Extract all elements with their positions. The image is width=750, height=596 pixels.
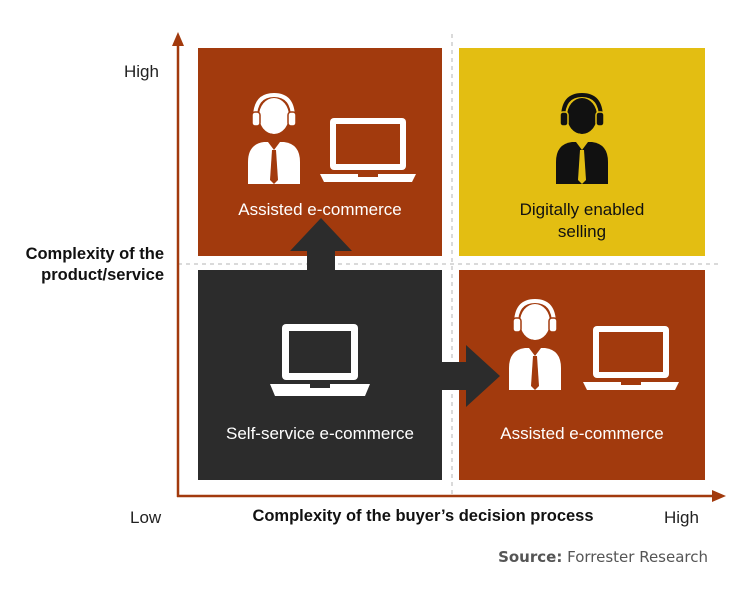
- quadrant-label-assisted-right: Assisted e-commerce: [500, 424, 664, 443]
- y-axis-title-line2: product/service: [41, 266, 164, 284]
- source-text: Forrester Research: [562, 548, 708, 566]
- source-prefix: Source:: [498, 548, 563, 566]
- quadrant-digitally-enabled-selling: Digitally enabled selling: [459, 48, 705, 256]
- laptop-icon: [320, 118, 416, 182]
- agent-headset-icon: [509, 298, 561, 390]
- agent-headset-icon: [556, 92, 608, 184]
- y-axis-title-line1: Complexity of the: [25, 245, 164, 263]
- quadrant-label-assisted-top: Assisted e-commerce: [238, 200, 402, 219]
- quadrant-label-digital-line1: Digitally enabled: [519, 200, 645, 219]
- laptop-icon: [583, 326, 679, 390]
- arrow-right-icon: [430, 345, 500, 407]
- quadrant-self-service-ecommerce: Self-service e-commerce: [198, 270, 442, 480]
- quadrant-label-digital-line2: selling: [557, 222, 607, 241]
- quadrant-label-self-service: Self-service e-commerce: [226, 424, 414, 443]
- agent-headset-icon: [248, 92, 300, 184]
- laptop-icon: [270, 324, 370, 396]
- x-axis-title: Complexity of the buyer’s decision proce…: [252, 507, 594, 525]
- source-credit: Source: Forrester Research: [498, 548, 708, 566]
- y-axis-high-label: High: [124, 62, 159, 81]
- x-axis-high-label: High: [664, 508, 699, 527]
- quadrant-assisted-ecommerce-right: Assisted e-commerce: [459, 270, 705, 480]
- x-axis-low-label: Low: [130, 508, 162, 527]
- arrow-up-icon: [290, 218, 352, 316]
